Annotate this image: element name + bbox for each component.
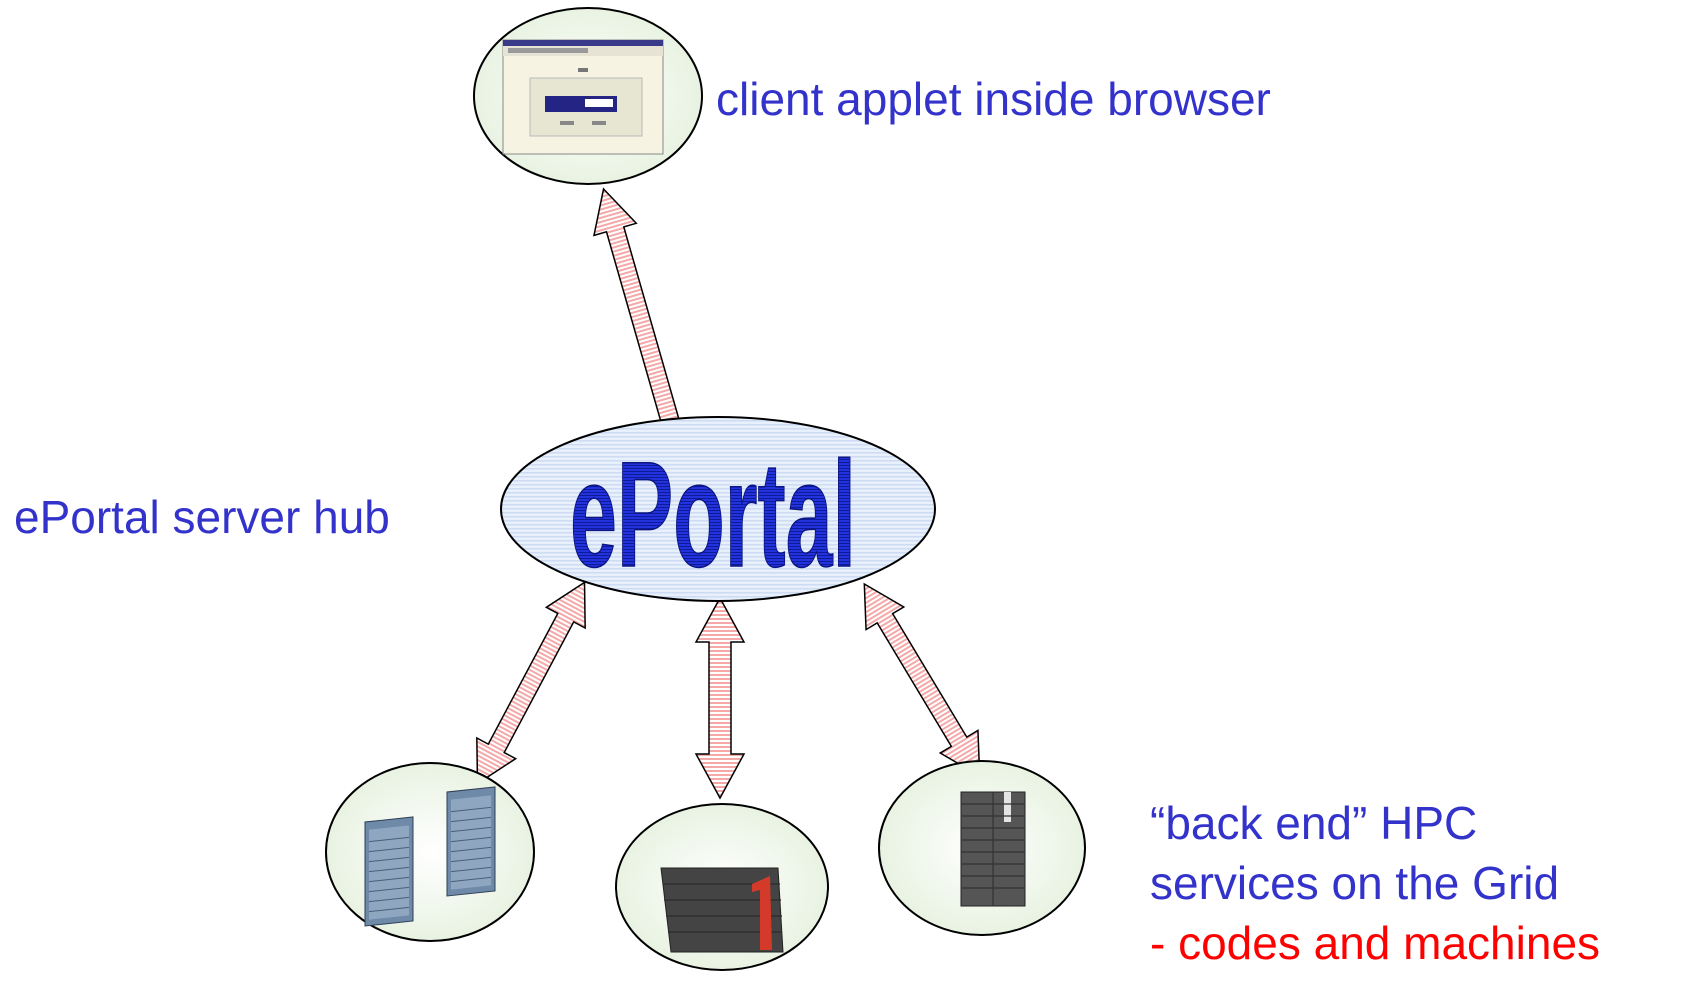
- browser-window-icon: [502, 39, 664, 155]
- eportal-logo: ePortal: [570, 430, 856, 598]
- supercomputer-icon: [660, 867, 784, 953]
- arrow-hub-left: [476, 580, 586, 786]
- eportal-hub: ePortal: [500, 416, 936, 602]
- hub-label: ePortal server hub: [14, 491, 390, 543]
- backend-label-line1: “back end” HPC: [1150, 797, 1478, 849]
- server-tower-icon: [364, 786, 496, 927]
- backend-node-left: [325, 762, 535, 942]
- backend-node-center: [615, 803, 829, 971]
- backend-node-right: [878, 760, 1086, 936]
- backend-label-line3: - codes and machines: [1150, 916, 1601, 969]
- arrow-hub-right: [863, 582, 981, 778]
- arrow-hub-center: [694, 596, 746, 800]
- backend-label: “back end” HPC services on the Grid - co…: [1150, 794, 1600, 973]
- client-label: client applet inside browser: [716, 73, 1271, 125]
- client-node: [473, 7, 703, 185]
- server-rack-icon: [960, 791, 1026, 907]
- backend-label-line2: services on the Grid: [1150, 856, 1560, 909]
